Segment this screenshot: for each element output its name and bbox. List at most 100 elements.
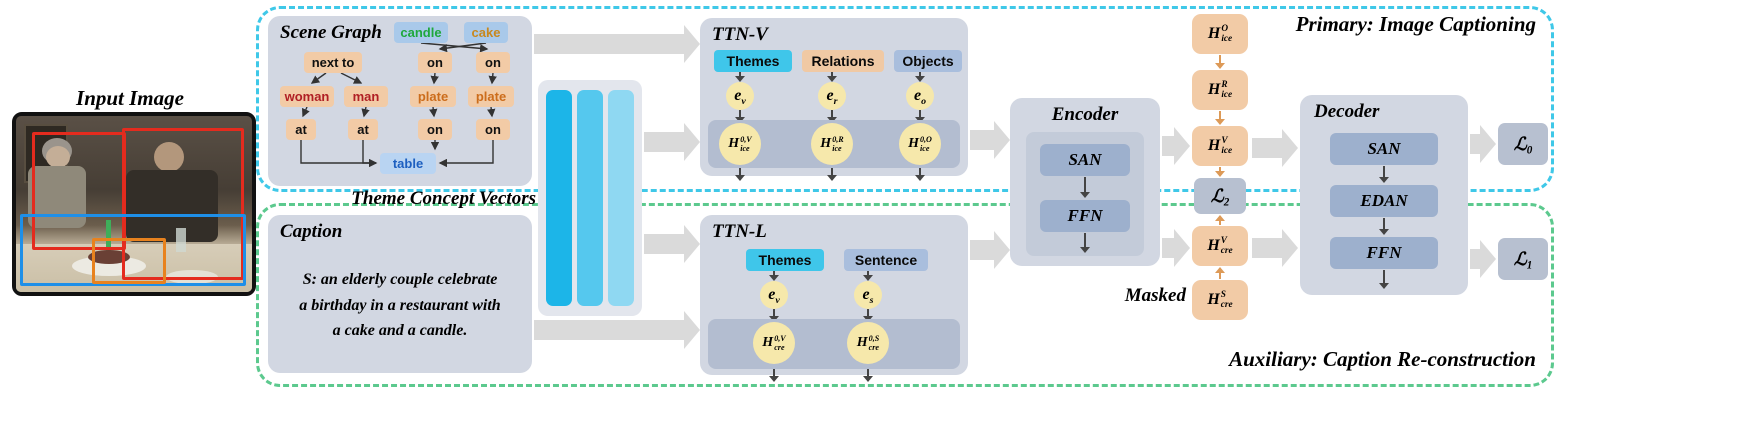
- input-photo: [12, 112, 256, 296]
- sg-node-plate-right: plate: [468, 86, 514, 107]
- hir-sup: R: [1221, 79, 1228, 90]
- photo-woman-face: [46, 146, 70, 168]
- h0r-sup: 0,R: [832, 134, 844, 144]
- masked-label: Masked: [1124, 285, 1186, 306]
- scene-graph-edges: [300, 42, 497, 168]
- arrow-encoder-to-hice: [1162, 127, 1190, 165]
- ttnv-arrow-objects-eo: [914, 72, 926, 82]
- ev-base: e: [734, 87, 742, 104]
- ttnl-header-sentence: Sentence: [844, 249, 928, 271]
- theme-vector-bar-2: [577, 90, 603, 306]
- ttnl-header-themes: Themes: [746, 249, 824, 271]
- ttnl-arrow-themes-ev: [768, 271, 780, 281]
- primary-region-label: Primary: Image Captioning: [1295, 12, 1536, 36]
- l-es-base: e: [862, 286, 870, 303]
- arrow-hcres-hcrev: [1214, 267, 1226, 279]
- ttnv-arrow-out-3: [914, 168, 926, 181]
- hiv-sub: ice: [1221, 146, 1233, 156]
- ev-sub: v: [741, 95, 746, 107]
- decoder-arrow-san-edan: [1378, 166, 1390, 183]
- photo-man-body: [126, 170, 218, 242]
- decoder-arrow-ffn-out: [1378, 270, 1390, 289]
- arrow-encoder-to-hcre: [1162, 229, 1190, 267]
- auxiliary-region-label: Auxiliary: Caption Re-construction: [1229, 347, 1536, 371]
- photo-plate-cake: [72, 256, 146, 276]
- hcv-sup: V: [1220, 235, 1227, 246]
- photo-cake: [88, 250, 130, 264]
- caption-title: Caption: [280, 221, 343, 242]
- arrow-decoder-to-l1: [1470, 240, 1496, 278]
- photo-candle: [106, 220, 111, 252]
- caption-text: S: an elderly couple celebrate a birthda…: [278, 267, 522, 344]
- caption-panel: Caption S: an elderly couple celebrate a…: [268, 215, 532, 373]
- hcs-sub: cre: [1220, 300, 1233, 310]
- hcv-base: H: [1207, 237, 1220, 254]
- encoder-ffn-block: FFN: [1040, 200, 1130, 232]
- arrow-hice-to-decoder: [1252, 129, 1298, 167]
- encoder-title: Encoder: [1051, 104, 1119, 125]
- decoder-san-block: SAN: [1330, 133, 1438, 165]
- hiv-base: H: [1207, 137, 1221, 154]
- er-sub: r: [833, 95, 838, 107]
- input-image-label: Input Image: [76, 86, 184, 110]
- ttnl-title: TTN-L: [712, 221, 767, 242]
- decoder-title: Decoder: [1314, 101, 1380, 122]
- ttnv-arrow-relations-er: [826, 72, 838, 82]
- arrow-vectors-to-ttnv: [644, 123, 700, 161]
- hcv-sub: cre: [1220, 246, 1233, 256]
- scene-graph-title: Scene Graph: [280, 22, 382, 43]
- ttnl-hidden-bar: [708, 319, 960, 369]
- l1-sub: 1: [1526, 259, 1533, 272]
- caption-line-3: a cake and a candle.: [332, 322, 468, 340]
- l2-sub: 2: [1223, 196, 1230, 209]
- arrow-hcre-to-decoder: [1252, 229, 1298, 267]
- h0v-sup: 0,V: [740, 134, 752, 144]
- photo-scene: [16, 116, 252, 292]
- l-ev-base: e: [768, 286, 776, 303]
- sg-node-man: man: [344, 86, 388, 107]
- h0o-sup: 0,O: [919, 134, 932, 144]
- ttnl-arrow-out-1: [768, 369, 780, 382]
- l2-base: ℒ: [1210, 186, 1224, 206]
- encoder-panel: Encoder SAN FFN: [1010, 98, 1160, 266]
- bbox-table: [20, 214, 246, 286]
- bbox-cake: [92, 238, 166, 284]
- theme-vector-bar-3: [608, 90, 634, 306]
- h0v-base: H: [728, 136, 740, 151]
- l1-base: ℒ: [1513, 249, 1527, 269]
- h0r-base: H: [820, 136, 832, 151]
- hir-base: H: [1207, 81, 1221, 98]
- scene-graph-panel: Scene Graph candle cake next to o: [268, 16, 532, 186]
- eo-base: e: [913, 87, 922, 104]
- sg-node-cake: cake: [464, 22, 508, 43]
- theme-concept-vectors-label: Theme Concept Vectors: [351, 188, 536, 209]
- ttnv-title: TTN-V: [712, 24, 768, 45]
- h0o-base: H: [908, 136, 919, 151]
- arrow-hcrev-l2: [1214, 215, 1226, 225]
- encoder-arrow-ffn-out: [1079, 233, 1091, 253]
- sg-node-plate-left: plate: [410, 86, 456, 107]
- encoder-arrow-san-ffn: [1079, 177, 1091, 198]
- eo-sub: o: [921, 95, 927, 107]
- l-h0s-base: H: [856, 335, 868, 350]
- l-h0v-sup: 0,V: [774, 333, 786, 343]
- decoder-edan-block: EDAN: [1330, 185, 1438, 217]
- l-es-sub: s: [869, 294, 874, 306]
- arrow-scenegraph-to-ttnv: [534, 25, 700, 63]
- ttnv-arrow-out-1: [734, 168, 746, 181]
- primary-region-border: [256, 6, 1554, 192]
- ttnv-header-relations: Relations: [802, 50, 884, 72]
- arrow-vectors-to-ttnl: [644, 225, 700, 263]
- arrow-hicer-hicev: [1214, 111, 1226, 125]
- ttnv-header-themes: Themes: [714, 50, 792, 72]
- photo-woman-body: [28, 166, 86, 228]
- hcs-sup: S: [1220, 289, 1226, 300]
